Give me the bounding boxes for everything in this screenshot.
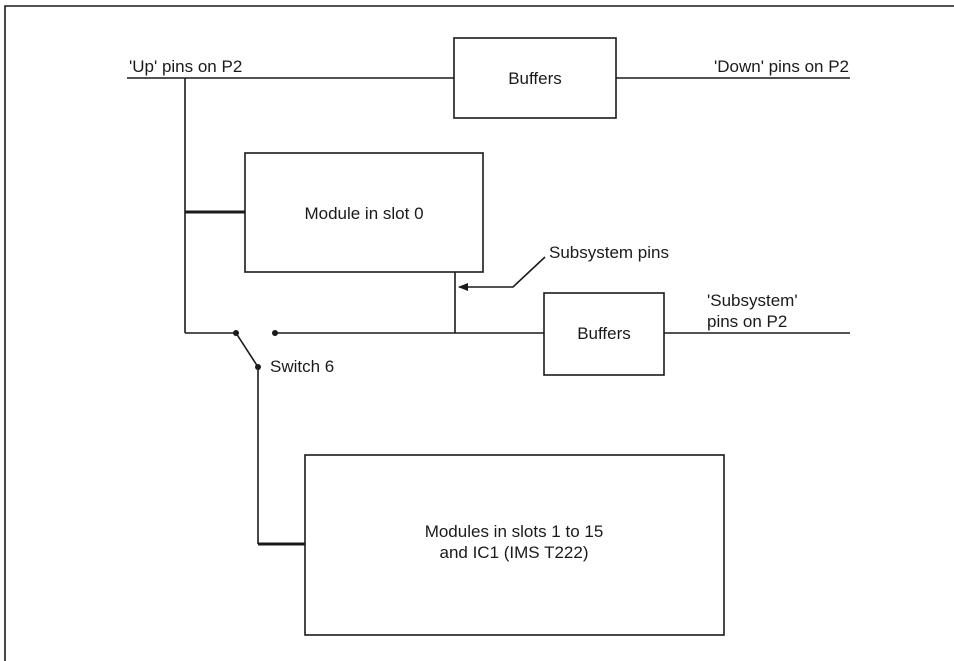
- buffers-top-box: [453, 37, 617, 119]
- up-pins-label: 'Up' pins on P2: [129, 57, 242, 76]
- buffers-subsystem-label: Buffers: [577, 324, 631, 343]
- subsystem-pins-label-line2: pins on P2: [707, 312, 787, 331]
- buffers-top-label: Buffers: [508, 69, 562, 88]
- module-slot0-box: [244, 152, 484, 273]
- buffers-subsystem-box: [543, 292, 665, 376]
- subsystem-pins-callout: Subsystem pins: [549, 243, 669, 262]
- subsystem-pins-label-line1: 'Subsystem': [707, 291, 798, 310]
- switch-label: Switch 6: [270, 357, 334, 376]
- modules-box: [304, 454, 725, 636]
- figure-frame: [4, 5, 954, 661]
- modules-label-line2: and IC1 (IMS T222): [440, 543, 589, 562]
- switch-lever: [235, 332, 259, 368]
- module-slot0-label: Module in slot 0: [304, 204, 423, 223]
- modules-label-line1: Modules in slots 1 to 15: [425, 522, 604, 541]
- down-pins-label: 'Down' pins on P2: [714, 57, 849, 76]
- subsystem-pins-arrow: [458, 256, 546, 291]
